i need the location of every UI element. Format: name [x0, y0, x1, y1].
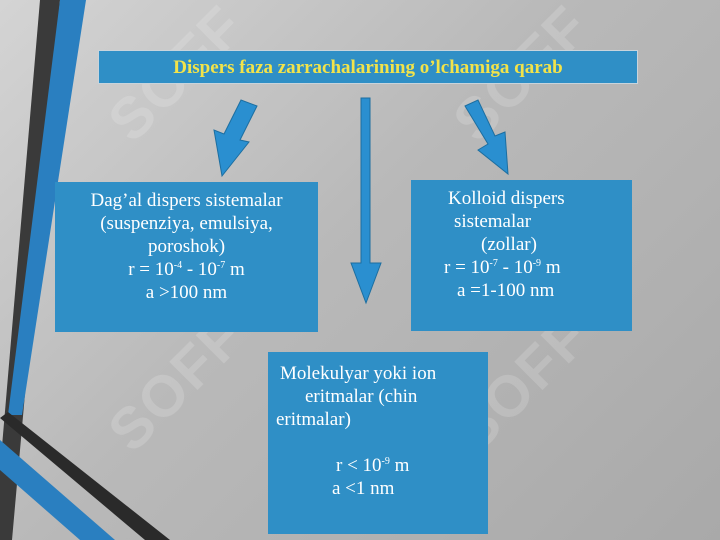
coarse-line1: Dag’al dispers sistemalar: [90, 190, 283, 211]
colloid-line2: sistemalar: [454, 211, 532, 232]
blue-corner-stripe: [0, 440, 115, 540]
molecular-radius: r < 10-9 m: [336, 455, 410, 476]
colloid-line3: (zollar): [481, 234, 537, 255]
coarse-line3: poroshok): [147, 236, 226, 257]
molecular-line3: eritmalar): [276, 409, 351, 430]
colloid-size: a =1-100 nm: [457, 280, 555, 301]
coarse-radius: r = 10-4 - 10-7 m: [128, 259, 245, 280]
coarse-size: a >100 nm: [145, 282, 228, 303]
blue-stripe: [8, 0, 86, 415]
coarse-line2: (suspenziya, emulsiya,: [100, 213, 273, 234]
arrow-left-icon: [213, 99, 258, 178]
molecular-spacer: [268, 431, 488, 454]
title-box: Dispers faza zarrachalarining o’lchamiga…: [98, 50, 638, 84]
colloid-radius: r = 10-7 - 10-9 m: [444, 257, 561, 278]
colloid-line1: Kolloid dispers: [448, 188, 565, 209]
arrow-down-icon: [350, 97, 382, 305]
arrow-right-icon: [464, 99, 509, 176]
molecular-line1: Molekulyar yoki ion: [280, 363, 437, 384]
dark-corner-stripe: [0, 412, 170, 540]
colloid-dispersed-box: Kolloid dispers sistemalar (zollar) r = …: [411, 180, 632, 331]
molecular-size: a <1 nm: [332, 478, 395, 499]
molecular-line2: eritmalar (chin: [305, 386, 418, 407]
coarse-dispersed-box: Dag’al dispers sistemalar (suspenziya, e…: [55, 182, 318, 332]
molecular-solutions-box: Molekulyar yoki ion eritmalar (chin erit…: [268, 352, 488, 534]
page-title: Dispers faza zarrachalarining o’lchamiga…: [173, 57, 563, 78]
